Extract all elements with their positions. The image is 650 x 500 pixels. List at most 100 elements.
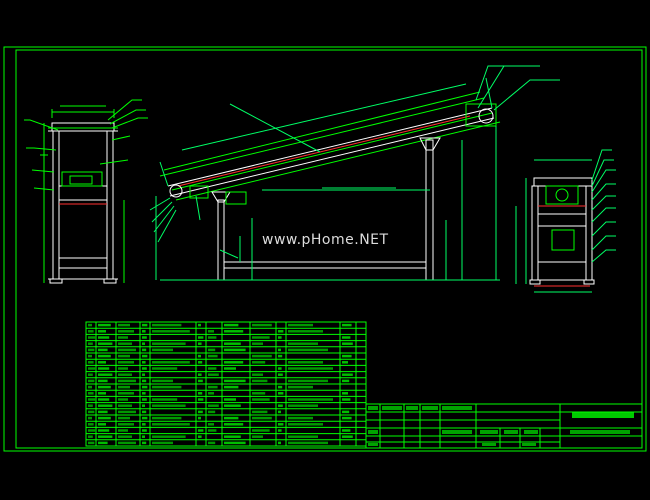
parts-cell-glyphs xyxy=(118,385,130,389)
parts-cell-glyphs xyxy=(198,361,203,364)
parts-cell-glyphs xyxy=(198,392,203,395)
parts-cell-glyphs xyxy=(118,423,134,426)
parts-cell-glyphs xyxy=(342,392,348,395)
parts-cell-glyphs xyxy=(88,373,93,376)
parts-cell-glyphs xyxy=(118,342,132,345)
parts-cell-glyphs xyxy=(142,361,146,364)
parts-cell-glyphs xyxy=(88,342,93,345)
parts-cell-glyphs xyxy=(98,435,113,438)
parts-cell-glyphs xyxy=(142,354,148,358)
parts-cell-glyphs xyxy=(88,410,95,414)
parts-cell-glyphs xyxy=(118,354,130,358)
parts-cell-glyphs xyxy=(288,379,328,383)
parts-cell-glyphs xyxy=(224,398,236,401)
parts-cell-glyphs xyxy=(118,429,128,432)
parts-cell-glyphs xyxy=(252,373,263,376)
parts-cell-glyphs xyxy=(224,416,239,420)
title-block-glyphs xyxy=(442,406,472,410)
parts-cell-glyphs xyxy=(88,348,95,352)
parts-cell-glyphs xyxy=(224,330,244,333)
parts-cell-glyphs xyxy=(278,373,283,376)
parts-cell-glyphs xyxy=(208,429,217,432)
parts-cell-glyphs xyxy=(198,354,201,358)
parts-cell-glyphs xyxy=(288,441,328,445)
parts-cell-glyphs xyxy=(142,379,147,383)
title-block-glyphs xyxy=(522,443,536,446)
parts-cell-glyphs xyxy=(342,336,351,339)
parts-cell-glyphs xyxy=(98,398,110,401)
parts-cell-glyphs xyxy=(98,361,106,364)
parts-cell-glyphs xyxy=(98,410,108,414)
parts-cell-glyphs xyxy=(342,429,351,432)
parts-cell-glyphs xyxy=(224,323,239,327)
parts-cell-glyphs xyxy=(224,441,246,445)
parts-cell-glyphs xyxy=(278,330,284,333)
parts-cell-glyphs xyxy=(152,416,182,420)
parts-cell-glyphs xyxy=(224,342,241,345)
title-block-glyphs xyxy=(480,430,498,434)
parts-cell-glyphs xyxy=(224,348,246,352)
parts-cell-glyphs xyxy=(152,404,186,407)
parts-cell-glyphs xyxy=(342,354,352,358)
parts-cell-glyphs xyxy=(98,373,113,376)
parts-cell-glyphs xyxy=(342,398,351,401)
parts-cell-glyphs xyxy=(152,367,178,370)
parts-cell-glyphs xyxy=(88,398,96,401)
parts-cell-glyphs xyxy=(152,342,186,345)
title-block-glyphs xyxy=(524,430,538,434)
parts-cell-glyphs xyxy=(88,330,94,333)
title-block-glyphs xyxy=(368,443,378,446)
parts-cell-glyphs xyxy=(278,441,281,445)
title-block-glyphs xyxy=(422,406,438,410)
parts-cell-glyphs xyxy=(208,336,217,339)
front-view xyxy=(24,99,148,284)
parts-cell-glyphs xyxy=(88,404,93,407)
parts-cell-glyphs xyxy=(198,323,201,327)
parts-cell-glyphs xyxy=(152,330,190,333)
parts-cell-glyphs xyxy=(98,404,113,407)
parts-cell-glyphs xyxy=(98,367,110,370)
parts-cell-glyphs xyxy=(88,323,92,327)
parts-cell-glyphs xyxy=(224,385,239,389)
parts-cell-glyphs xyxy=(142,336,147,339)
parts-cell-glyphs xyxy=(198,379,203,383)
parts-cell-glyphs xyxy=(208,354,218,358)
parts-cell-glyphs xyxy=(198,435,202,438)
parts-cell-glyphs xyxy=(278,348,281,352)
title-block-glyphs xyxy=(382,406,402,410)
parts-cell-glyphs xyxy=(142,367,147,370)
inner-border xyxy=(15,49,643,449)
parts-cell-glyphs xyxy=(198,398,204,401)
parts-cell-glyphs xyxy=(208,385,218,389)
parts-cell-glyphs xyxy=(288,416,313,420)
watermark: www.pHome.NET xyxy=(262,232,389,248)
parts-cell-glyphs xyxy=(152,423,190,426)
parts-cell-glyphs xyxy=(88,441,95,445)
parts-cell-glyphs xyxy=(288,367,333,370)
parts-cell-glyphs xyxy=(118,336,128,339)
parts-cell-glyphs xyxy=(252,323,272,327)
parts-cell-glyphs xyxy=(198,373,202,376)
parts-cell-glyphs xyxy=(118,441,136,445)
parts-cell-glyphs xyxy=(252,392,266,395)
parts-cell-glyphs xyxy=(288,348,328,352)
parts-cell-glyphs xyxy=(342,410,350,414)
parts-cell-glyphs xyxy=(278,354,283,358)
parts-cell-glyphs xyxy=(152,435,186,438)
title-block-glyphs xyxy=(368,430,378,434)
parts-cell-glyphs xyxy=(252,342,263,345)
parts-cell-glyphs xyxy=(288,342,318,345)
parts-cell-glyphs xyxy=(88,336,96,339)
parts-cell-glyphs xyxy=(252,398,270,401)
parts-cell-glyphs xyxy=(98,392,106,395)
parts-cell-glyphs xyxy=(88,423,94,426)
parts-cell-glyphs xyxy=(252,416,272,420)
parts-cell-glyphs xyxy=(278,336,282,339)
parts-cell-glyphs xyxy=(278,392,284,395)
parts-cell-glyphs xyxy=(142,435,145,438)
parts-cell-glyphs xyxy=(142,423,146,426)
parts-cell-glyphs xyxy=(198,336,204,339)
parts-cell-glyphs xyxy=(142,373,145,376)
parts-cell-glyphs xyxy=(342,435,353,438)
